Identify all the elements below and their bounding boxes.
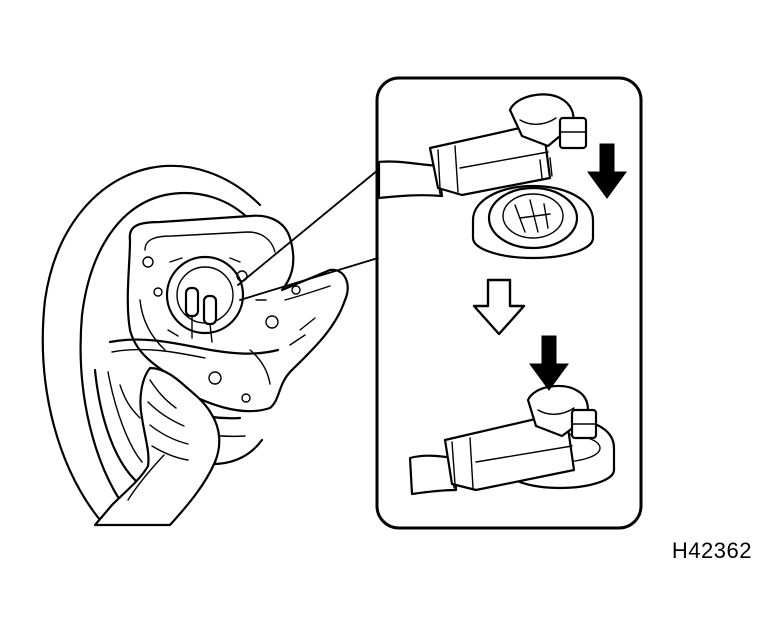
press-arrow-icon	[529, 335, 569, 391]
connector-before-insertion	[377, 93, 588, 200]
insert-arrow-icon	[587, 143, 627, 199]
detail-inset	[375, 76, 643, 530]
socket-top	[471, 184, 595, 260]
hand-illustration	[93, 366, 221, 527]
sequence-arrow-icon	[472, 278, 526, 336]
figure-code: H42362	[671, 538, 752, 563]
connector-after-insertion	[408, 384, 616, 496]
airbag-module	[108, 214, 349, 413]
callout-leader-lines	[237, 169, 379, 301]
